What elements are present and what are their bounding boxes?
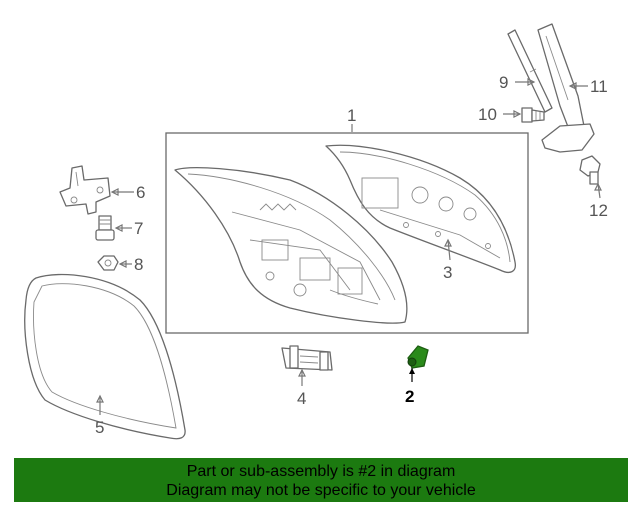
- callout-11: 11: [590, 77, 608, 96]
- bolt-part[interactable]: [95, 215, 115, 241]
- hinge-part[interactable]: [59, 165, 111, 215]
- banner-line-2: Diagram may not be specific to your vehi…: [166, 482, 476, 499]
- stud-bolt-part[interactable]: [579, 155, 601, 185]
- callout-3: 3: [443, 263, 452, 282]
- wiper-arm-part[interactable]: [537, 23, 595, 153]
- gas-strut-part[interactable]: [507, 29, 553, 113]
- weatherstrip-seal-part[interactable]: [24, 273, 186, 440]
- liftgate-trim-panel-part[interactable]: [325, 144, 516, 273]
- callout-7: 7: [134, 219, 143, 238]
- info-banner: Part or sub-assembly is #2 in diagram Di…: [14, 458, 628, 502]
- callout-9: 9: [499, 73, 508, 92]
- callout-1: 1: [347, 106, 356, 125]
- callout-12: 12: [589, 201, 608, 220]
- release-switch-part[interactable]: [281, 345, 333, 371]
- liftgate-outer-part[interactable]: [174, 167, 408, 324]
- leader-lines: [96, 78, 602, 415]
- callout-4: 4: [297, 389, 306, 408]
- assembly-box: [165, 132, 529, 334]
- callout-2: 2: [405, 387, 414, 406]
- callout-5: 5: [95, 418, 104, 437]
- nut-part[interactable]: [97, 255, 119, 271]
- banner-line-1: Part or sub-assembly is #2 in diagram: [186, 463, 456, 480]
- callout-10: 10: [478, 105, 497, 124]
- strut-bolt-part[interactable]: [521, 107, 545, 123]
- callout-8: 8: [134, 255, 143, 274]
- highlighted-part-2[interactable]: [407, 345, 429, 369]
- callout-6: 6: [136, 183, 145, 202]
